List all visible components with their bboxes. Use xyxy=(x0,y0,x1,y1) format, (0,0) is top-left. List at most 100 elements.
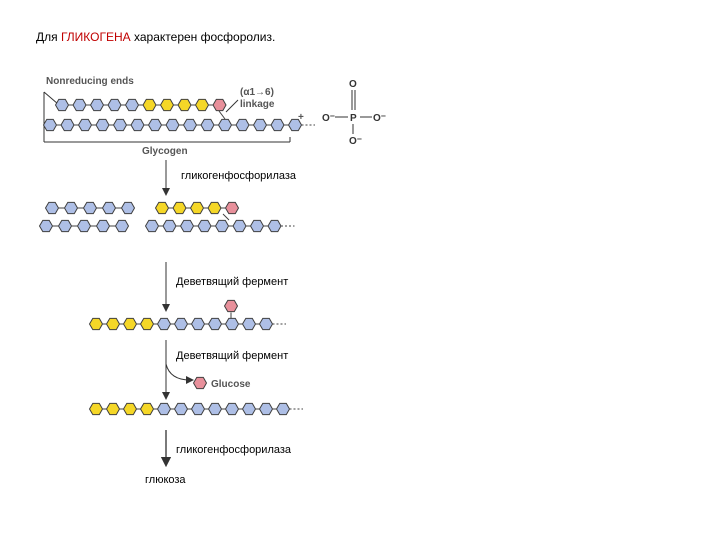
glucose-unit xyxy=(275,402,291,416)
glucose-unit xyxy=(241,317,257,331)
glucose-unit xyxy=(122,317,138,331)
stage4-chains xyxy=(88,402,303,416)
phosphate-structure: O O⁻ P O⁻ O⁻ xyxy=(322,79,386,147)
glucose-unit xyxy=(241,402,257,416)
glucose-unit xyxy=(224,317,240,331)
glycogen-label: Glycogen xyxy=(142,146,188,157)
glucose-unit xyxy=(287,118,303,132)
glucose-unit xyxy=(179,219,195,233)
glucose-release-arrow xyxy=(165,363,194,384)
glucose-unit xyxy=(76,219,92,233)
glucose-unit xyxy=(258,402,274,416)
glucose-unit xyxy=(107,98,122,112)
glucose-unit xyxy=(270,118,285,132)
glucose-unit xyxy=(89,98,105,112)
glucose-unit xyxy=(144,219,160,233)
product-label: глюкоза xyxy=(145,474,186,486)
glucose-unit xyxy=(82,201,98,215)
page-title: Для ГЛИКОГЕНА характерен фосфоролиз. xyxy=(36,30,275,44)
enzyme4-label: гликогенфосфорилаза xyxy=(176,444,292,456)
glucose-unit xyxy=(57,219,73,233)
glucose-unit xyxy=(214,219,230,233)
glucose-unit xyxy=(212,98,227,112)
glucose-unit xyxy=(232,219,247,233)
glucose-unit xyxy=(172,201,187,215)
glycosidic-bond xyxy=(222,213,230,221)
glucose-unit xyxy=(207,317,223,331)
glucose-unit xyxy=(159,98,175,112)
glucose-unit xyxy=(189,201,205,215)
glucose-unit xyxy=(249,219,265,233)
glucose-unit xyxy=(42,118,58,132)
glucose-unit xyxy=(224,201,240,215)
glucose-unit xyxy=(60,118,75,132)
glucose-unit xyxy=(120,201,136,215)
phosphate-o-right: O⁻ xyxy=(373,113,386,124)
glucose-unit xyxy=(142,98,157,112)
glucose-unit xyxy=(38,219,54,233)
plus-sign: + xyxy=(298,112,304,123)
stage1-glycogen: Nonreducing ends (α1→6) linkage Glycogen… xyxy=(42,76,315,157)
glucose-unit xyxy=(112,118,128,132)
glucose-unit xyxy=(224,402,240,416)
glucose-unit xyxy=(173,402,189,416)
glucose-unit xyxy=(207,201,222,215)
title-prefix: Для xyxy=(36,30,58,44)
glucose-unit xyxy=(72,98,87,112)
stage2-chains xyxy=(38,201,295,233)
glucose-unit xyxy=(63,201,79,215)
glucose-unit xyxy=(162,219,177,233)
glucose-unit xyxy=(105,402,121,416)
glucose-unit xyxy=(156,317,172,331)
glucose-unit xyxy=(194,98,210,112)
glucose-unit xyxy=(190,317,206,331)
glucose-unit xyxy=(197,219,212,233)
phosphate-p: P xyxy=(350,113,357,124)
glucose-unit xyxy=(235,118,250,132)
glucose-unit xyxy=(217,118,233,132)
title-suffix: характерен фосфоролиз. xyxy=(134,30,276,44)
phosphate-o-bottom: O⁻ xyxy=(349,136,362,147)
glucose-unit xyxy=(267,219,282,233)
glucose-unit xyxy=(139,402,155,416)
glucose-label: Glucose xyxy=(211,379,251,390)
glucose-unit xyxy=(165,118,180,132)
glucose-unit xyxy=(77,118,93,132)
nonreducing-ends-label: Nonreducing ends xyxy=(46,76,134,87)
enzyme1-label: гликогенфосфорилаза xyxy=(181,170,297,182)
glucose-unit xyxy=(114,219,130,233)
enzyme3-label: Деветвящий фермент xyxy=(176,350,288,362)
nonreducing-pointer xyxy=(43,91,59,105)
glycosidic-bond xyxy=(218,110,226,120)
stage1-chains xyxy=(42,98,315,132)
glucose-unit xyxy=(95,219,111,233)
stage3-chains xyxy=(88,299,286,331)
glucose-unit xyxy=(130,118,145,132)
glucose-unit xyxy=(101,201,117,215)
glucose-unit xyxy=(95,118,110,132)
glucose-unit xyxy=(124,98,140,112)
glucose-unit xyxy=(122,402,138,416)
glucose-unit xyxy=(258,317,274,331)
title-highlight: ГЛИКОГЕНА xyxy=(60,30,131,44)
glucose-unit xyxy=(88,317,104,331)
glucose-unit xyxy=(154,201,170,215)
glucose-unit xyxy=(190,402,206,416)
glucose-unit xyxy=(44,201,60,215)
linkage-label-line2: linkage xyxy=(240,99,275,110)
glucose-unit xyxy=(223,299,239,313)
glucose-unit xyxy=(88,402,104,416)
phosphate-o-top: O xyxy=(349,79,357,90)
glucose-unit xyxy=(200,118,215,132)
glucose-unit xyxy=(192,376,208,390)
glucose-unit xyxy=(207,402,223,416)
glucose-unit xyxy=(139,317,155,331)
linkage-pointer xyxy=(225,99,239,113)
linkage-label-line1: (α1→6) xyxy=(240,87,274,98)
glucose-unit xyxy=(182,118,198,132)
glucose-unit xyxy=(147,118,163,132)
glucose-unit xyxy=(177,98,192,112)
glucose-unit xyxy=(156,402,172,416)
glucose-unit xyxy=(105,317,121,331)
